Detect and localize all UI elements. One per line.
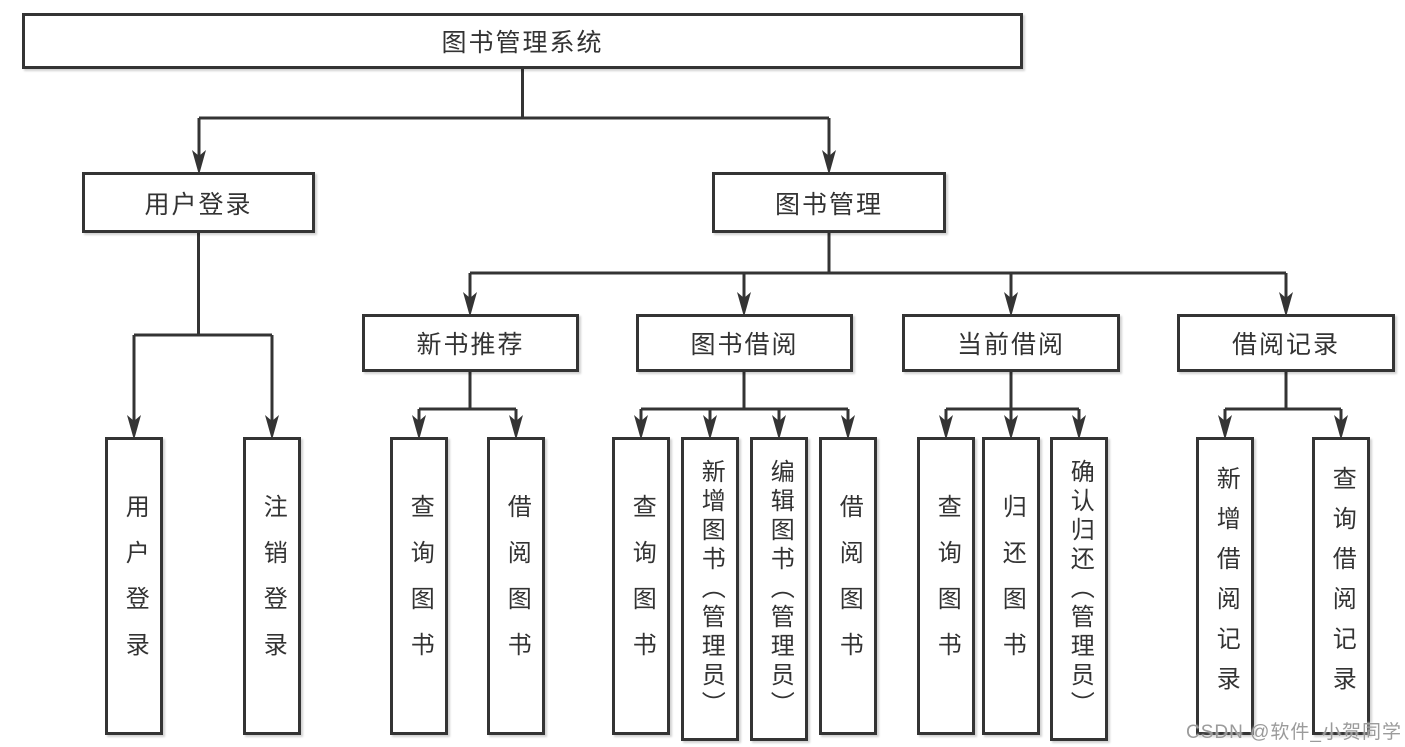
node-label: 借阅图书 bbox=[503, 494, 531, 678]
leaf-confirm-return-admin: 确认归还（管理员） bbox=[1050, 437, 1108, 741]
node-label: 新增图书（管理员） bbox=[697, 458, 725, 720]
arrowhead-icon bbox=[822, 150, 836, 175]
arrowhead-icon bbox=[412, 415, 426, 440]
leaf-query-books-2: 查询图书 bbox=[612, 437, 670, 735]
node-current-borrowing: 当前借阅 bbox=[902, 314, 1120, 372]
node-label: 当前借阅 bbox=[956, 331, 1065, 359]
arrowhead-icon bbox=[841, 415, 855, 440]
leaf-borrow-books-1: 借阅图书 bbox=[487, 437, 545, 735]
leaf-edit-books-admin: 编辑图书（管理员） bbox=[750, 437, 808, 741]
arrowhead-icon bbox=[1004, 292, 1018, 317]
node-label: 查询借阅记录 bbox=[1328, 466, 1356, 706]
arrowhead-icon bbox=[1004, 415, 1018, 440]
leaf-query-borrow-record: 查询借阅记录 bbox=[1312, 437, 1370, 735]
node-label: 图书借阅 bbox=[690, 331, 799, 359]
node-label: 查询图书 bbox=[406, 494, 434, 678]
node-book-management: 图书管理 bbox=[712, 172, 946, 233]
leaf-add-borrow-record: 新增借阅记录 bbox=[1196, 437, 1254, 735]
leaf-return-books: 归还图书 bbox=[982, 437, 1040, 735]
node-book-borrowing: 图书借阅 bbox=[636, 314, 853, 372]
node-new-book-recommendation: 新书推荐 bbox=[362, 314, 579, 372]
arrowhead-icon bbox=[127, 415, 141, 440]
csdn-watermark: CSDN @软件_小贺同学 bbox=[1186, 722, 1402, 743]
arrowhead-icon bbox=[265, 415, 279, 440]
leaf-user-login: 用户登录 bbox=[105, 437, 163, 735]
arrowhead-icon bbox=[703, 415, 717, 440]
node-label: 图书管理系统 bbox=[441, 29, 604, 57]
node-label: 编辑图书（管理员） bbox=[766, 458, 794, 720]
node-label: 查询图书 bbox=[933, 494, 961, 678]
node-user-login: 用户登录 bbox=[82, 172, 315, 233]
node-label: 归还图书 bbox=[998, 494, 1026, 678]
node-label: 查询图书 bbox=[628, 494, 656, 678]
arrowhead-icon bbox=[463, 292, 477, 317]
node-library-management-system: 图书管理系统 bbox=[22, 13, 1023, 69]
arrowhead-icon bbox=[1334, 415, 1348, 440]
leaf-add-books-admin: 新增图书（管理员） bbox=[681, 437, 739, 741]
leaf-query-books-3: 查询图书 bbox=[917, 437, 975, 735]
arrowheads bbox=[127, 150, 1348, 440]
node-label: 图书管理 bbox=[774, 190, 883, 219]
arrowhead-icon bbox=[1218, 415, 1232, 440]
arrowhead-icon bbox=[772, 415, 786, 440]
arrowhead-icon bbox=[634, 415, 648, 440]
arrowhead-icon bbox=[737, 292, 751, 317]
arrowhead-icon bbox=[1072, 415, 1086, 440]
node-label: 用户登录 bbox=[144, 190, 253, 219]
arrowhead-icon bbox=[1279, 292, 1293, 317]
node-label: 用户登录 bbox=[121, 494, 149, 678]
arrowhead-icon bbox=[939, 415, 953, 440]
node-label: 新书推荐 bbox=[416, 331, 525, 359]
arrowhead-icon bbox=[192, 150, 206, 175]
node-label: 借阅记录 bbox=[1231, 331, 1340, 359]
node-label: 新增借阅记录 bbox=[1212, 466, 1240, 706]
leaf-logout: 注销登录 bbox=[243, 437, 301, 735]
connector-lines bbox=[132, 69, 1343, 421]
arrowhead-icon bbox=[509, 415, 523, 440]
leaf-borrow-books-2: 借阅图书 bbox=[819, 437, 877, 735]
leaf-query-books-1: 查询图书 bbox=[390, 437, 448, 735]
node-label: 确认归还（管理员） bbox=[1066, 458, 1094, 720]
node-label: 注销登录 bbox=[259, 494, 287, 678]
node-borrowing-records: 借阅记录 bbox=[1177, 314, 1395, 372]
node-label: 借阅图书 bbox=[835, 494, 863, 678]
